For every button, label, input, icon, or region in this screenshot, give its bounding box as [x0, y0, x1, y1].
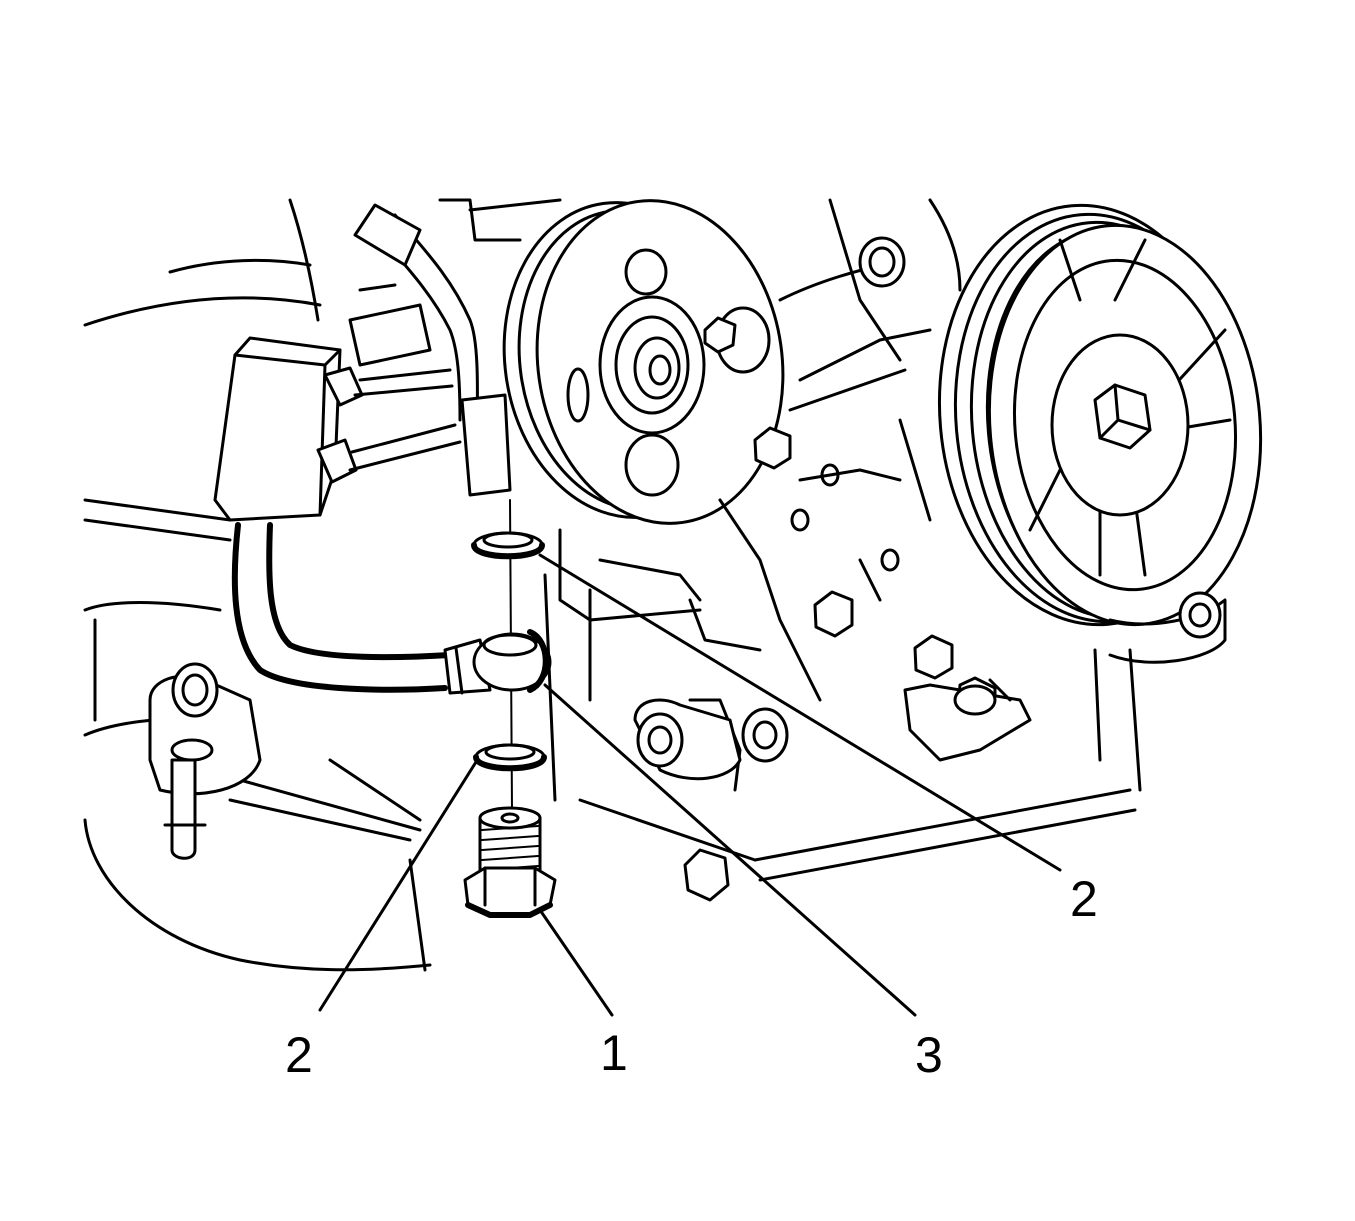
- leader-bolt: [538, 908, 614, 1017]
- upper-sealing-washer: [471, 531, 545, 560]
- leader-banjo: [543, 683, 917, 1017]
- callout-1-bolt: 1: [600, 1025, 628, 1081]
- callout-2-upper-washer: 2: [1070, 871, 1098, 927]
- lower-sealing-washer: [473, 743, 547, 772]
- leader-upper-washer: [538, 553, 1062, 872]
- banjo-fitting: [472, 629, 552, 693]
- pressure-hose: [231, 522, 492, 695]
- engine-block-left: [83, 198, 432, 972]
- engine-front-cover: [543, 198, 1227, 902]
- leader-lines: [318, 553, 1062, 1017]
- pump-pulley: [502, 199, 785, 525]
- leader-lower-washer: [318, 760, 478, 1012]
- callout-2-lower-washer: 2: [285, 1027, 313, 1083]
- banjo-bolt: [463, 806, 557, 918]
- pump-reservoir-bracket: [213, 198, 562, 522]
- crank-pulley: [937, 203, 1263, 627]
- callout-3-banjo: 3: [915, 1027, 943, 1083]
